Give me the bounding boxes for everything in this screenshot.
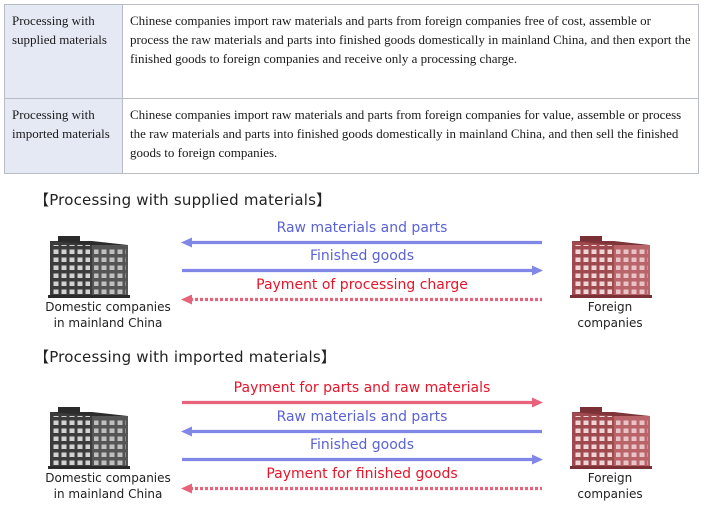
label-line: Domestic companies [45, 471, 171, 485]
arrow-right-icon [182, 454, 543, 465]
description-cell: Chinese companies import raw materials a… [122, 4, 699, 99]
flow-payment-finished-goods: Payment for finished goods [180, 466, 544, 495]
flow-label: Payment for parts and raw materials [233, 380, 491, 396]
label-line: in mainland China [53, 316, 163, 330]
flow-label: Raw materials and parts [276, 409, 448, 425]
section-title-imported: 【Processing with imported materials】 [34, 348, 337, 366]
flow-finished-goods: Finished goods [180, 437, 544, 466]
flow-label: Raw materials and parts [276, 220, 448, 236]
description-cell: Chinese companies import raw materials a… [122, 98, 699, 174]
arrow-left-icon [181, 237, 542, 248]
label-line: Foreign [587, 300, 633, 314]
flow-raw-materials: Raw materials and parts [180, 220, 544, 249]
flow-label: Payment for finished goods [266, 466, 458, 482]
arrow-right-icon [182, 265, 543, 276]
domestic-building-icon [48, 236, 130, 298]
section-title-supplied: 【Processing with supplied materials】 [34, 191, 332, 209]
term-cell: Processing with imported materials [4, 98, 123, 174]
term-cell: Processing with supplied materials [4, 4, 123, 99]
table-row: Processing with imported materials Chine… [4, 98, 699, 174]
arrow-left-icon [181, 426, 542, 437]
label-line: companies [577, 487, 643, 501]
foreign-building-icon [570, 236, 652, 298]
label-line: companies [577, 316, 643, 330]
domestic-companies-label: Domestic companies in mainland China [28, 299, 188, 331]
flow-payment-processing-charge: Payment of processing charge [180, 277, 544, 306]
table-row: Processing with supplied materials Chine… [4, 4, 699, 99]
arrow-right-icon [182, 397, 543, 408]
flow-label: Finished goods [309, 437, 414, 453]
label-line: Foreign [587, 471, 633, 485]
foreign-building-icon [570, 407, 652, 469]
domestic-companies-label: Domestic companies in mainland China [28, 470, 188, 502]
dashed-arrow-left-icon [181, 483, 542, 494]
flow-raw-materials: Raw materials and parts [180, 409, 544, 438]
definition-table: Processing with supplied materials Chine… [4, 4, 699, 174]
flow-finished-goods: Finished goods [180, 248, 544, 277]
flow-payment-parts-raw-materials: Payment for parts and raw materials [180, 380, 544, 409]
flow-label: Finished goods [309, 248, 414, 264]
foreign-companies-label: Foreign companies [560, 299, 660, 331]
flow-label: Payment of processing charge [256, 277, 468, 293]
domestic-building-icon [48, 407, 130, 469]
foreign-companies-label: Foreign companies [560, 470, 660, 502]
label-line: in mainland China [53, 487, 163, 501]
dashed-arrow-left-icon [181, 294, 542, 305]
label-line: Domestic companies [45, 300, 171, 314]
